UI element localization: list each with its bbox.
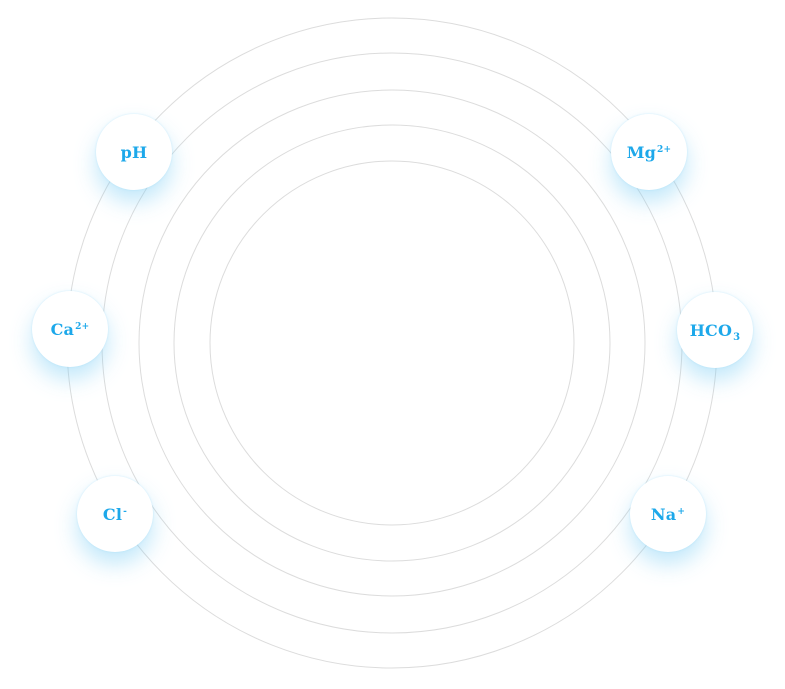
badge-label-ph: pH: [121, 143, 148, 162]
ion-base: Mg: [626, 142, 657, 162]
ring-4: [101, 52, 683, 634]
ion-base: Cl: [102, 504, 123, 524]
ion-charge: 2+: [75, 321, 90, 332]
badge-na: Na+: [630, 476, 706, 552]
ion-base: pH: [120, 142, 148, 162]
ion-charge: 2+: [657, 144, 672, 155]
ring-inner: [209, 160, 575, 526]
ion-subscript: 3: [733, 331, 741, 343]
ion-base: Ca: [50, 319, 75, 339]
badge-ph: pH: [96, 114, 172, 190]
ion-charge: +: [677, 506, 686, 517]
ring-outer: [66, 17, 718, 669]
ion-charge: -: [123, 506, 128, 517]
ion-base: Na: [650, 504, 677, 524]
badge-cl: Cl-: [77, 476, 153, 552]
badge-label-cl: Cl-: [103, 505, 127, 524]
ion-base: HCO: [689, 320, 733, 340]
ring-2: [173, 124, 611, 562]
ring-3: [138, 89, 646, 597]
badge-label-na: Na+: [651, 505, 685, 524]
